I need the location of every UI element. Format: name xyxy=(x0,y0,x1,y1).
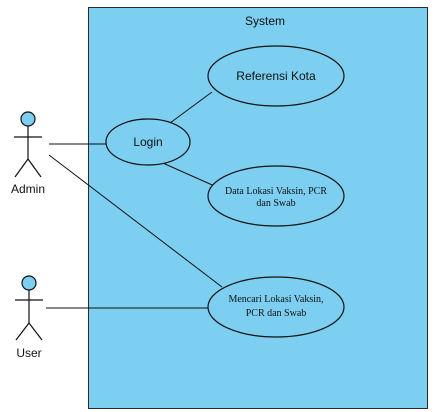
use-case-data-lokasi-line1: Data Lokasi Vaksin, PCR xyxy=(225,186,327,197)
actor-user-right-leg xyxy=(28,322,43,341)
actor-admin-right-leg xyxy=(27,158,42,178)
use-case-referensi-kota[interactable] xyxy=(207,45,345,107)
use-case-login-label: Login xyxy=(133,135,162,149)
system-label: System xyxy=(245,14,285,28)
use-case-referensi-kota-label: Referensi Kota xyxy=(236,69,316,83)
actor-admin-label: Admin xyxy=(11,182,45,196)
actor-admin-left-leg xyxy=(14,158,29,178)
use-case-data-lokasi[interactable] xyxy=(207,165,345,227)
use-case-mencari-lokasi-line2: PCR dan Swab xyxy=(246,308,307,319)
actor-user-head xyxy=(21,275,37,291)
association-login-referensi-kota xyxy=(165,91,213,127)
actor-admin-head xyxy=(20,111,36,127)
use-case-mencari-lokasi-line1: Mencari Lokasi Vaksin, xyxy=(228,294,323,305)
association-admin-mencari-lokasi xyxy=(48,154,223,288)
actor-user-left-leg xyxy=(15,322,30,341)
use-case-data-lokasi-line2: dan Swab xyxy=(256,198,295,209)
use-case-login[interactable] xyxy=(105,118,191,166)
actor-admin[interactable] xyxy=(14,111,42,178)
actor-user-label: User xyxy=(16,346,41,360)
use-case-mencari-lokasi[interactable] xyxy=(207,276,345,338)
actor-user[interactable] xyxy=(15,275,43,341)
